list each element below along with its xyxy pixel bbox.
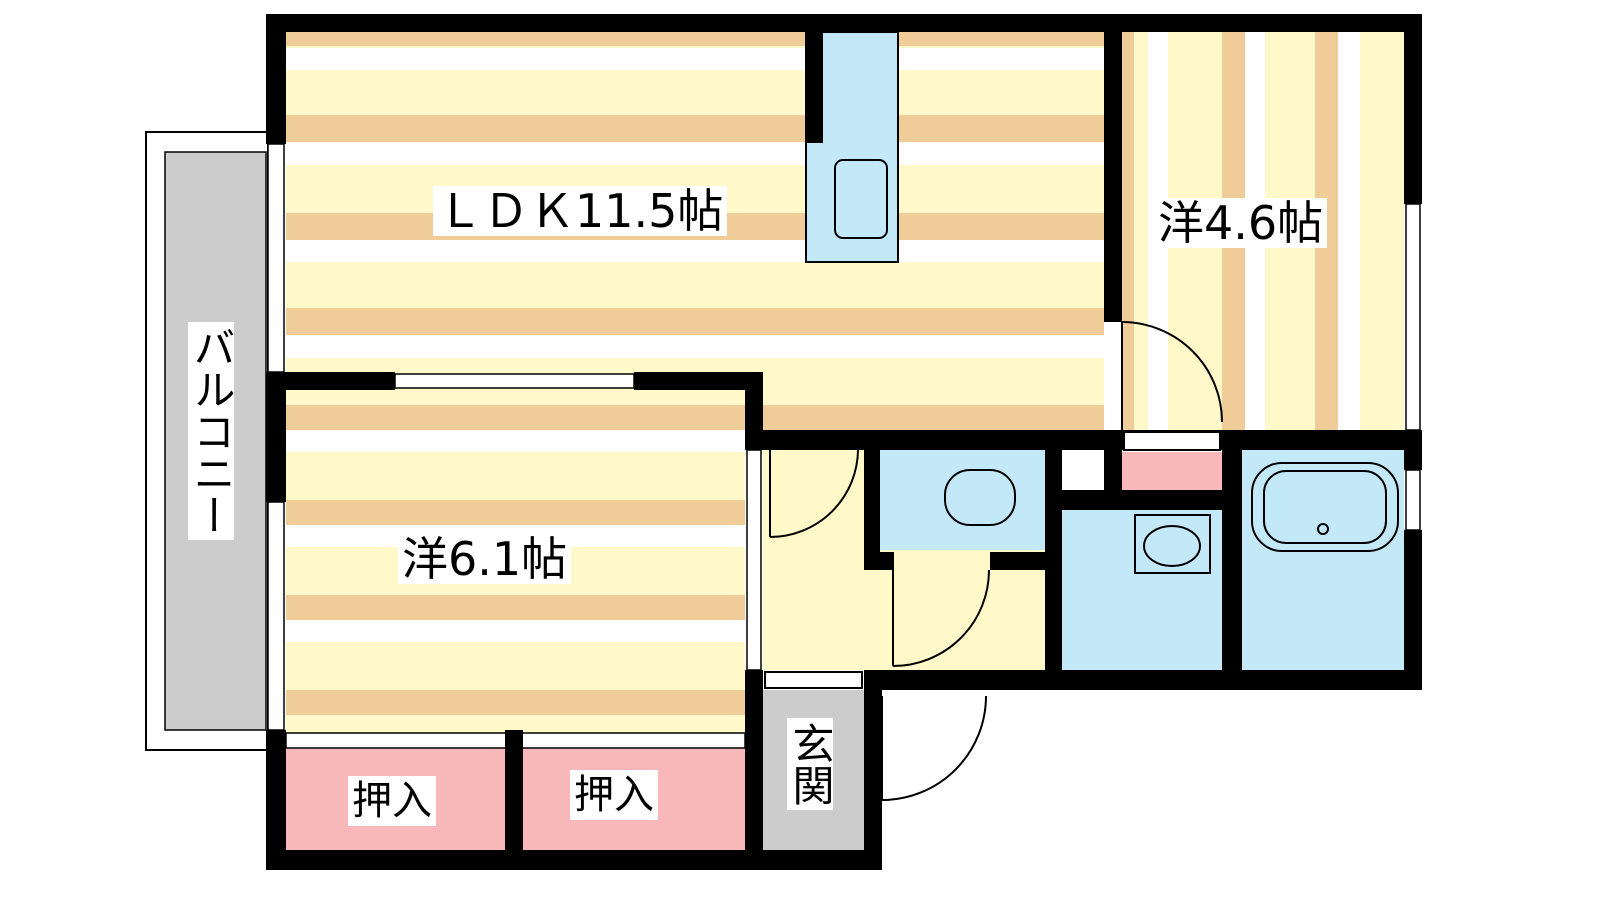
sink-icon <box>834 159 888 239</box>
walls <box>266 14 1422 870</box>
storage-small <box>1122 452 1222 490</box>
doors <box>764 321 1223 801</box>
room-label-closet-1: 押入 <box>348 776 436 826</box>
washroom-floor <box>1062 510 1222 670</box>
bathtub-icon <box>1251 462 1399 552</box>
washbasin-icon <box>1134 514 1211 574</box>
toilet-icon <box>944 469 1016 526</box>
toilet-floor <box>880 450 1045 550</box>
room-label-entrance: 玄関 <box>786 718 835 810</box>
room-label-closet-2: 押入 <box>570 770 658 820</box>
windows <box>267 143 1421 731</box>
room-label-western-small: 洋4.6帖 <box>1154 198 1328 248</box>
balcony-label: バルコニー <box>187 322 236 540</box>
bathroom-floor <box>1242 450 1404 670</box>
room-label-western-large: 洋6.1帖 <box>398 534 572 584</box>
room-label-ldk: ＬＤＫ11.5帖 <box>433 186 728 236</box>
